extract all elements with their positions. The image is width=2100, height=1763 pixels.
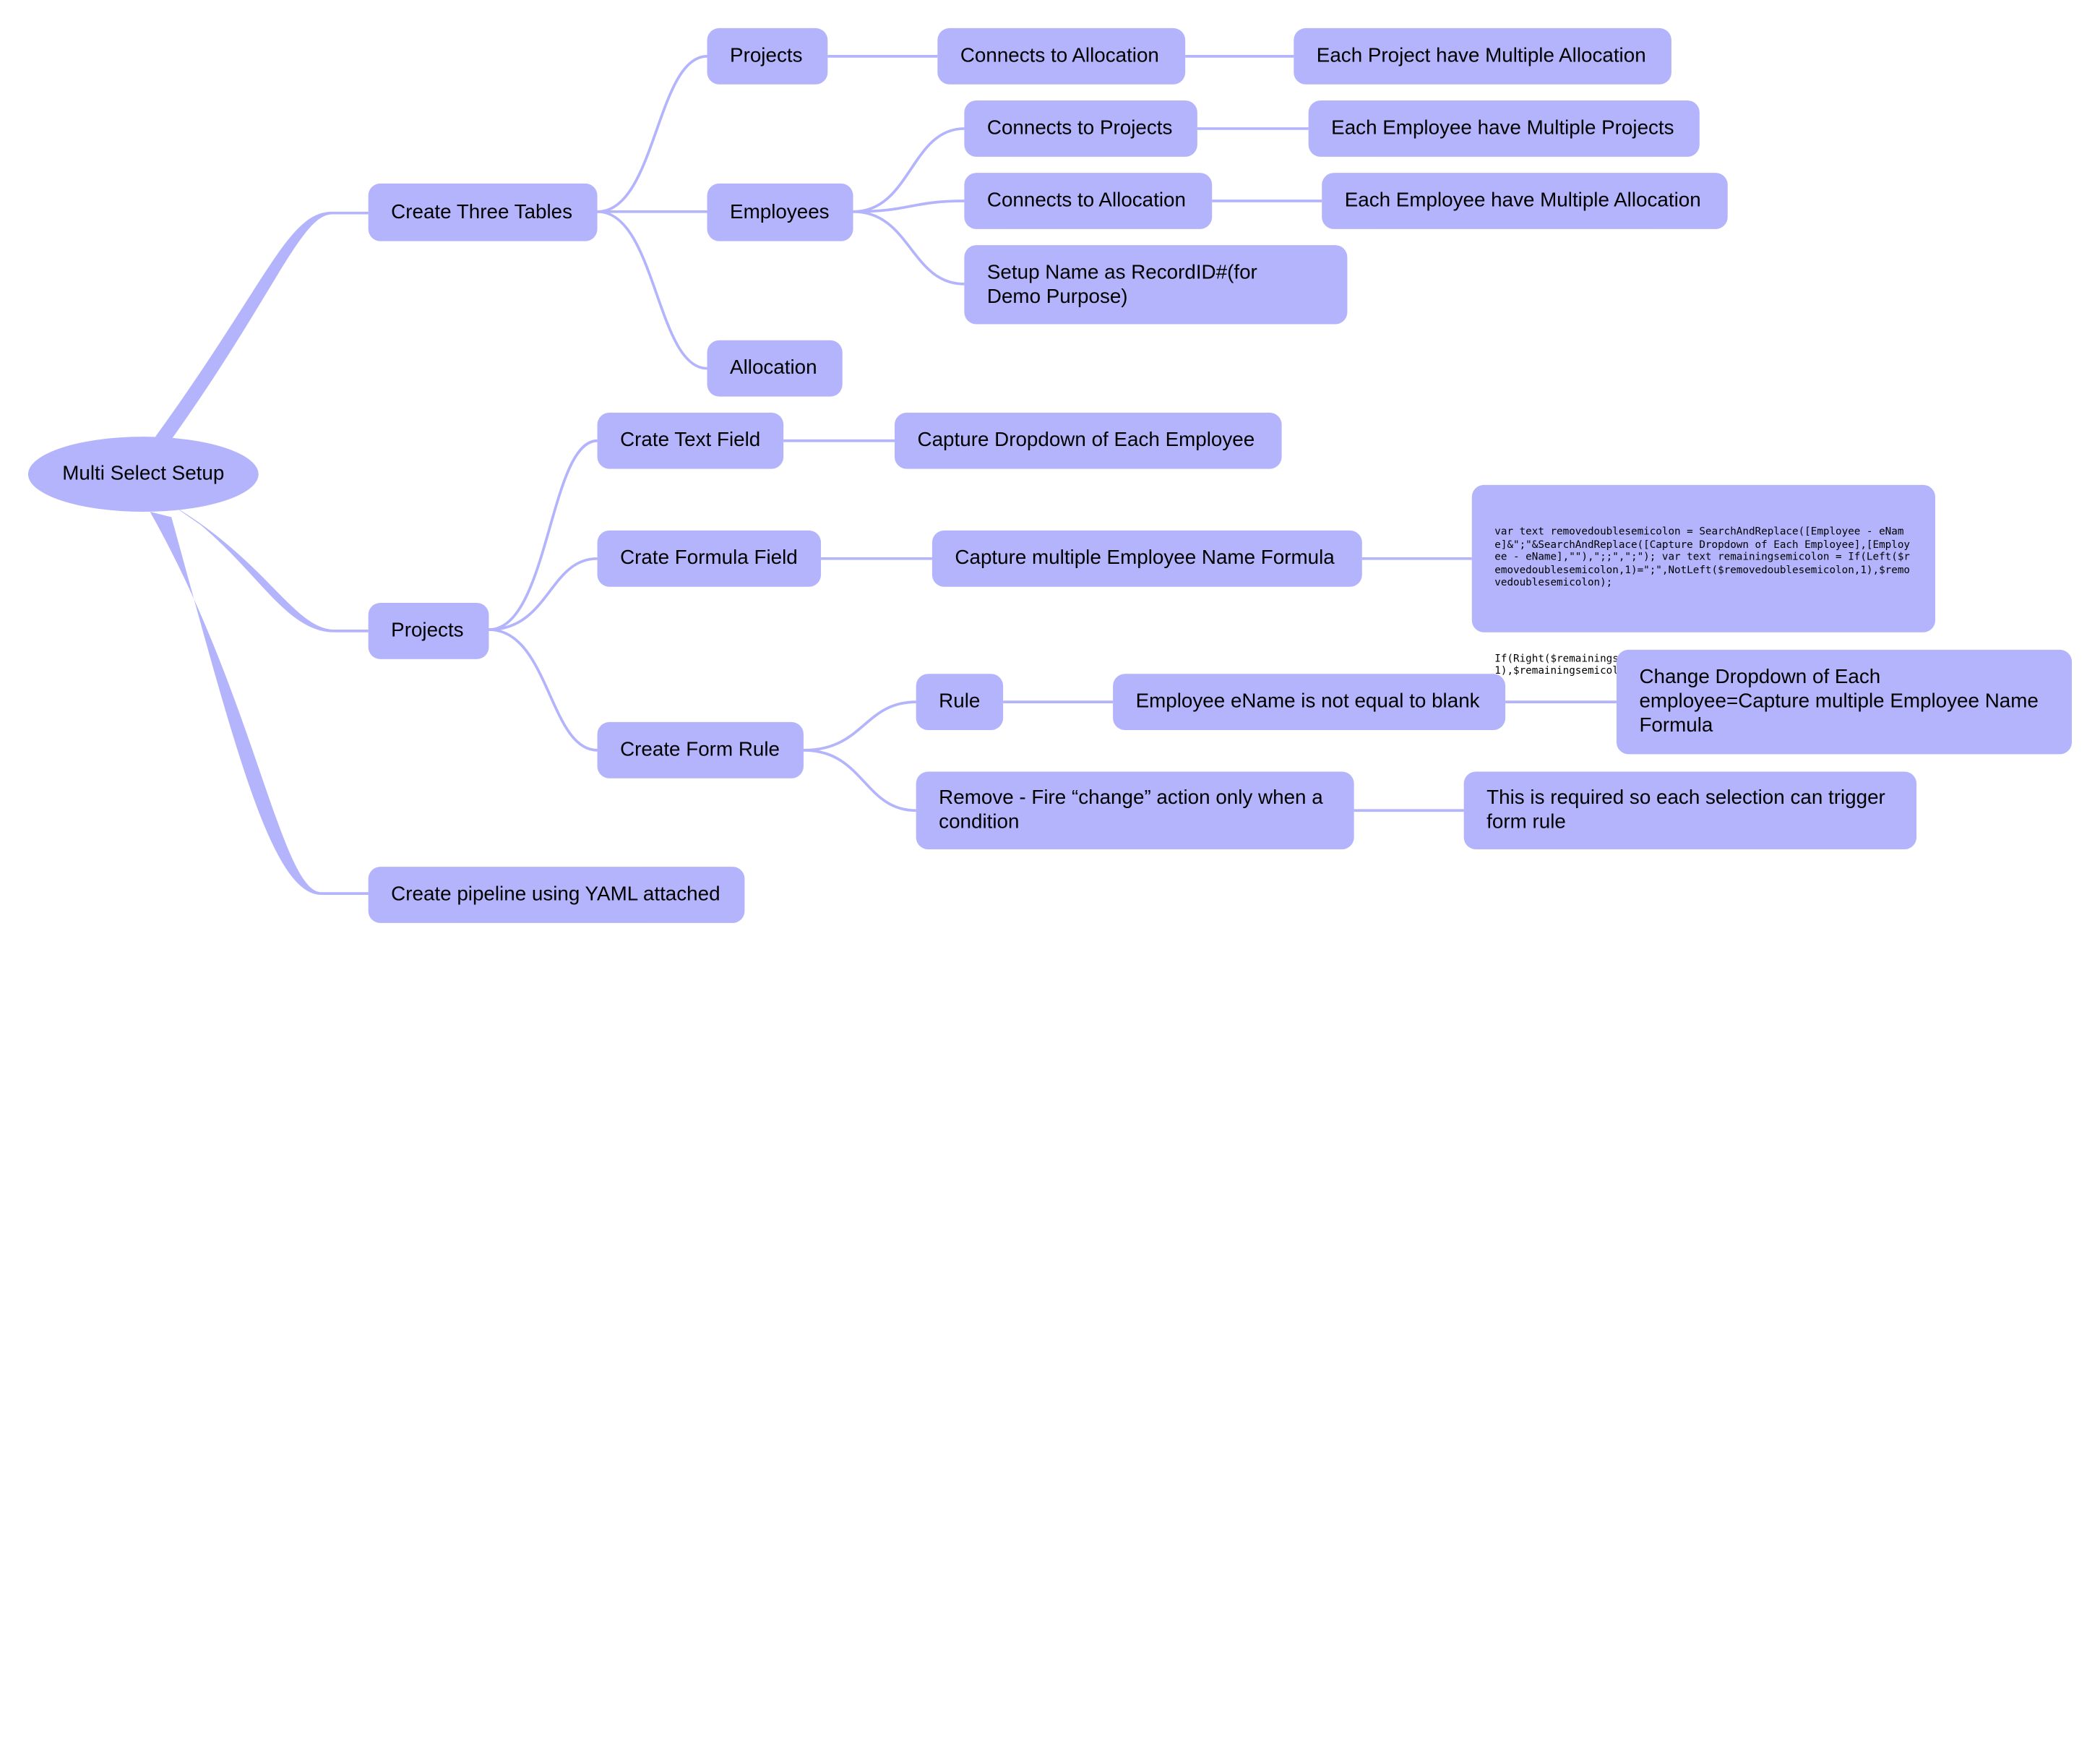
node-create-form-rule[interactable]: Create Form Rule (597, 721, 804, 778)
link-tables-allocation (597, 210, 707, 370)
link-employees-connects-allocation (853, 200, 965, 213)
node-connects-to-allocation-employee[interactable]: Connects to Allocation (964, 173, 1213, 229)
node-formula-code[interactable]: var text removedoublesemicolon = SearchA… (1471, 484, 1936, 677)
node-capture-dropdown[interactable]: Capture Dropdown of Each Employee (895, 412, 1282, 469)
node-setup-name-recordid[interactable]: Setup Name as RecordID#(for Demo Purpose… (964, 245, 1348, 325)
node-employees[interactable]: Employees (707, 183, 853, 241)
link-projects-form-rule (489, 628, 598, 752)
node-crate-text-field[interactable]: Crate Text Field (597, 412, 784, 469)
formula-code-line-1: var text removedoublesemicolon = SearchA… (1494, 525, 1911, 588)
node-allocation[interactable]: Allocation (707, 340, 843, 397)
node-each-employee-multiple-allocation[interactable]: Each Employee have Multiple Allocation (1322, 173, 1728, 229)
node-connects-to-allocation[interactable]: Connects to Allocation (937, 27, 1186, 85)
connector-lines (150, 54, 1617, 896)
node-crate-formula-field[interactable]: Crate Formula Field (597, 530, 822, 587)
link-form-rule-rule (803, 700, 916, 752)
link-projects-formula-field (489, 557, 598, 631)
root-node[interactable]: Multi Select Setup (27, 437, 259, 512)
link-projects-text-field (489, 439, 598, 631)
link-employees-setup-name (853, 210, 965, 286)
node-create-three-tables[interactable]: Create Three Tables (368, 183, 598, 241)
node-remove-fire-change[interactable]: Remove - Fire “change” action only when … (916, 771, 1354, 849)
branch-root-create-pipeline (150, 511, 369, 896)
link-employees-connects-projects (853, 127, 965, 213)
node-required-each-selection[interactable]: This is required so each selection can t… (1463, 771, 1917, 849)
node-each-employee-multiple-projects[interactable]: Each Employee have Multiple Projects (1308, 100, 1700, 157)
node-each-project-multiple-allocation[interactable]: Each Project have Multiple Allocation (1294, 27, 1671, 85)
node-change-dropdown[interactable]: Change Dropdown of Each employee=Capture… (1616, 649, 2073, 755)
node-employee-ename-not-blank[interactable]: Employee eName is not equal to blank (1113, 674, 1506, 731)
node-capture-multiple-employee-name-formula[interactable]: Capture multiple Employee Name Formula (931, 530, 1362, 587)
branch-root-projects (173, 506, 369, 632)
link-tables-projects (597, 54, 707, 213)
node-projects[interactable]: Projects (368, 602, 489, 659)
node-rule[interactable]: Rule (916, 674, 1004, 731)
link-form-rule-remove (803, 748, 916, 812)
node-create-pipeline[interactable]: Create pipeline using YAML attached (368, 867, 745, 923)
branch-root-create-three-tables (155, 211, 369, 439)
node-projects-table[interactable]: Projects (707, 27, 828, 85)
node-connects-to-projects[interactable]: Connects to Projects (964, 100, 1197, 157)
